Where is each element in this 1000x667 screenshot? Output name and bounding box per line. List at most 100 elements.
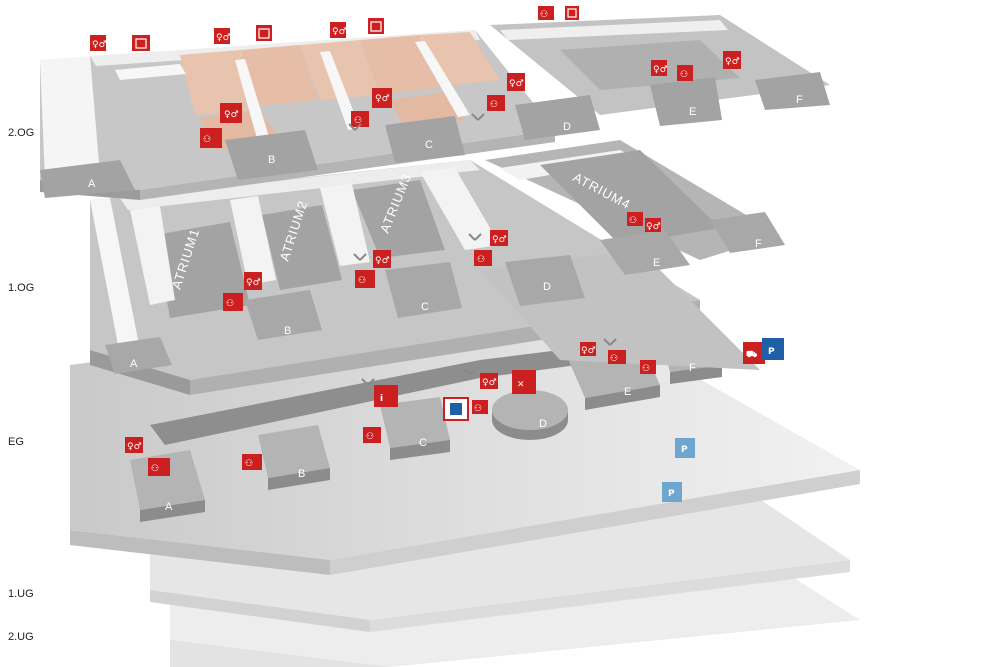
- svg-text:P: P: [768, 347, 775, 357]
- restaurant-icon: ✕: [512, 370, 536, 394]
- svg-text:⚇: ⚇: [203, 135, 211, 145]
- svg-text:⚇: ⚇: [151, 464, 159, 474]
- information-icon: i: [374, 385, 398, 407]
- 2og-wing-a: [40, 160, 135, 198]
- svg-text:♀♂: ♀♂: [332, 27, 347, 37]
- 2og-wing-c: [385, 116, 465, 163]
- restroom-icon: ♀♂: [90, 35, 107, 51]
- restroom-icon: ♀♂: [330, 22, 347, 38]
- 1og-wing-a: [105, 337, 172, 374]
- svg-text:⚇: ⚇: [610, 354, 618, 364]
- svg-text:♀♂: ♀♂: [224, 110, 239, 120]
- wing-label: D: [543, 281, 551, 293]
- svg-text:⚇: ⚇: [629, 216, 637, 226]
- elevator-icon: [256, 25, 272, 41]
- wing-label: D: [539, 418, 547, 430]
- restroom-icon: ♀♂: [645, 218, 661, 232]
- family-room-icon: ⚇: [355, 270, 375, 288]
- svg-text:♀♂: ♀♂: [127, 442, 142, 452]
- wing-label: E: [653, 257, 660, 269]
- family-room-icon: ⚇: [538, 6, 554, 20]
- svg-text:⚇: ⚇: [354, 116, 362, 126]
- floor-label-1og: 1.OG: [8, 282, 34, 294]
- 2og-wing-d: [515, 95, 600, 140]
- 1og-wing-c: [385, 262, 462, 318]
- svg-text:⚇: ⚇: [477, 255, 485, 265]
- floor-label-2ug: 2.UG: [8, 631, 34, 643]
- wing-label: D: [563, 121, 571, 133]
- parking-icon: P: [662, 482, 682, 502]
- restroom-icon: ♀♂: [125, 437, 143, 453]
- parking-icon: P: [762, 338, 784, 360]
- restroom-icon: ♀♂: [507, 73, 525, 91]
- wing-label: B: [298, 468, 305, 480]
- elevator-icon: [132, 35, 150, 51]
- svg-text:♀♂: ♀♂: [581, 346, 596, 356]
- family-room-icon: ⚇: [640, 360, 656, 374]
- svg-text:⛟: ⛟: [746, 350, 758, 360]
- wing-label: F: [755, 238, 762, 250]
- wing-label: C: [421, 301, 429, 313]
- svg-text:♀♂: ♀♂: [725, 57, 740, 67]
- floor-label-1ug: 1.UG: [8, 588, 34, 600]
- restroom-icon: ♀♂: [723, 51, 741, 69]
- 1og-wing-d: [505, 255, 585, 306]
- wing-label: A: [130, 358, 138, 370]
- wing-label: F: [689, 362, 696, 374]
- eg-wing-c: [380, 397, 450, 460]
- family-room-icon: ⚇: [677, 65, 693, 81]
- family-room-icon: ⚇: [627, 212, 643, 226]
- wing-label: B: [268, 154, 275, 166]
- family-room-icon: ⚇: [242, 454, 262, 470]
- restroom-icon: ♀♂: [480, 373, 498, 389]
- svg-text:♀♂: ♀♂: [492, 235, 507, 245]
- svg-text:⚇: ⚇: [680, 70, 688, 80]
- parking-icon: P: [675, 438, 695, 458]
- 2og-wing-b: [225, 130, 318, 180]
- family-room-icon: ⚇: [351, 111, 369, 127]
- svg-text:♀♂: ♀♂: [246, 278, 261, 288]
- car-park-icon: ⛟: [743, 342, 765, 364]
- floor-label-eg: EG: [8, 436, 24, 448]
- svg-text:i: i: [380, 394, 383, 404]
- svg-text:⚇: ⚇: [490, 100, 498, 110]
- wing-label: A: [88, 178, 96, 190]
- 2og-wing-e: [650, 77, 722, 126]
- svg-text:⚇: ⚇: [540, 10, 548, 20]
- svg-text:♀♂: ♀♂: [375, 256, 390, 266]
- svg-text:♀♂: ♀♂: [482, 378, 497, 388]
- level-1og: [90, 140, 785, 395]
- restroom-icon: ♀♂: [490, 230, 508, 246]
- 1og-wing-f: [710, 212, 785, 253]
- restroom-icon: ♀♂: [220, 103, 242, 123]
- wing-label: E: [624, 386, 631, 398]
- svg-text:♀♂: ♀♂: [509, 79, 524, 89]
- eg-wing-b: [258, 425, 330, 490]
- 1og-wing-b: [245, 290, 322, 340]
- wing-label: C: [425, 139, 433, 151]
- family-room-icon: ⚇: [608, 350, 626, 364]
- restroom-icon: ♀♂: [580, 342, 596, 356]
- svg-text:⚇: ⚇: [642, 364, 650, 374]
- svg-text:♀♂: ♀♂: [92, 40, 107, 50]
- restroom-icon: ♀♂: [214, 28, 231, 44]
- family-room-icon: ⚇: [363, 427, 381, 443]
- elevator-icon: [368, 18, 384, 34]
- restroom-icon: ♀♂: [651, 60, 668, 76]
- family-room-icon: ⚇: [223, 293, 243, 311]
- svg-text:✕: ✕: [517, 380, 525, 390]
- restroom-icon: ♀♂: [373, 250, 391, 268]
- floor-label-2og: 2.OG: [8, 127, 34, 139]
- eg-wing-d: [492, 390, 568, 440]
- 1og-wing-e: [600, 230, 690, 275]
- svg-text:♀♂: ♀♂: [375, 94, 390, 104]
- svg-text:♀♂: ♀♂: [653, 65, 668, 75]
- svg-text:⚇: ⚇: [474, 404, 482, 414]
- wing-label: E: [689, 106, 696, 118]
- family-room-icon: ⚇: [472, 400, 488, 414]
- family-room-icon: ⚇: [487, 95, 505, 111]
- 2og-wing-f: [755, 72, 830, 110]
- family-room-icon: ⚇: [148, 458, 170, 476]
- restroom-icon: ♀♂: [244, 272, 262, 290]
